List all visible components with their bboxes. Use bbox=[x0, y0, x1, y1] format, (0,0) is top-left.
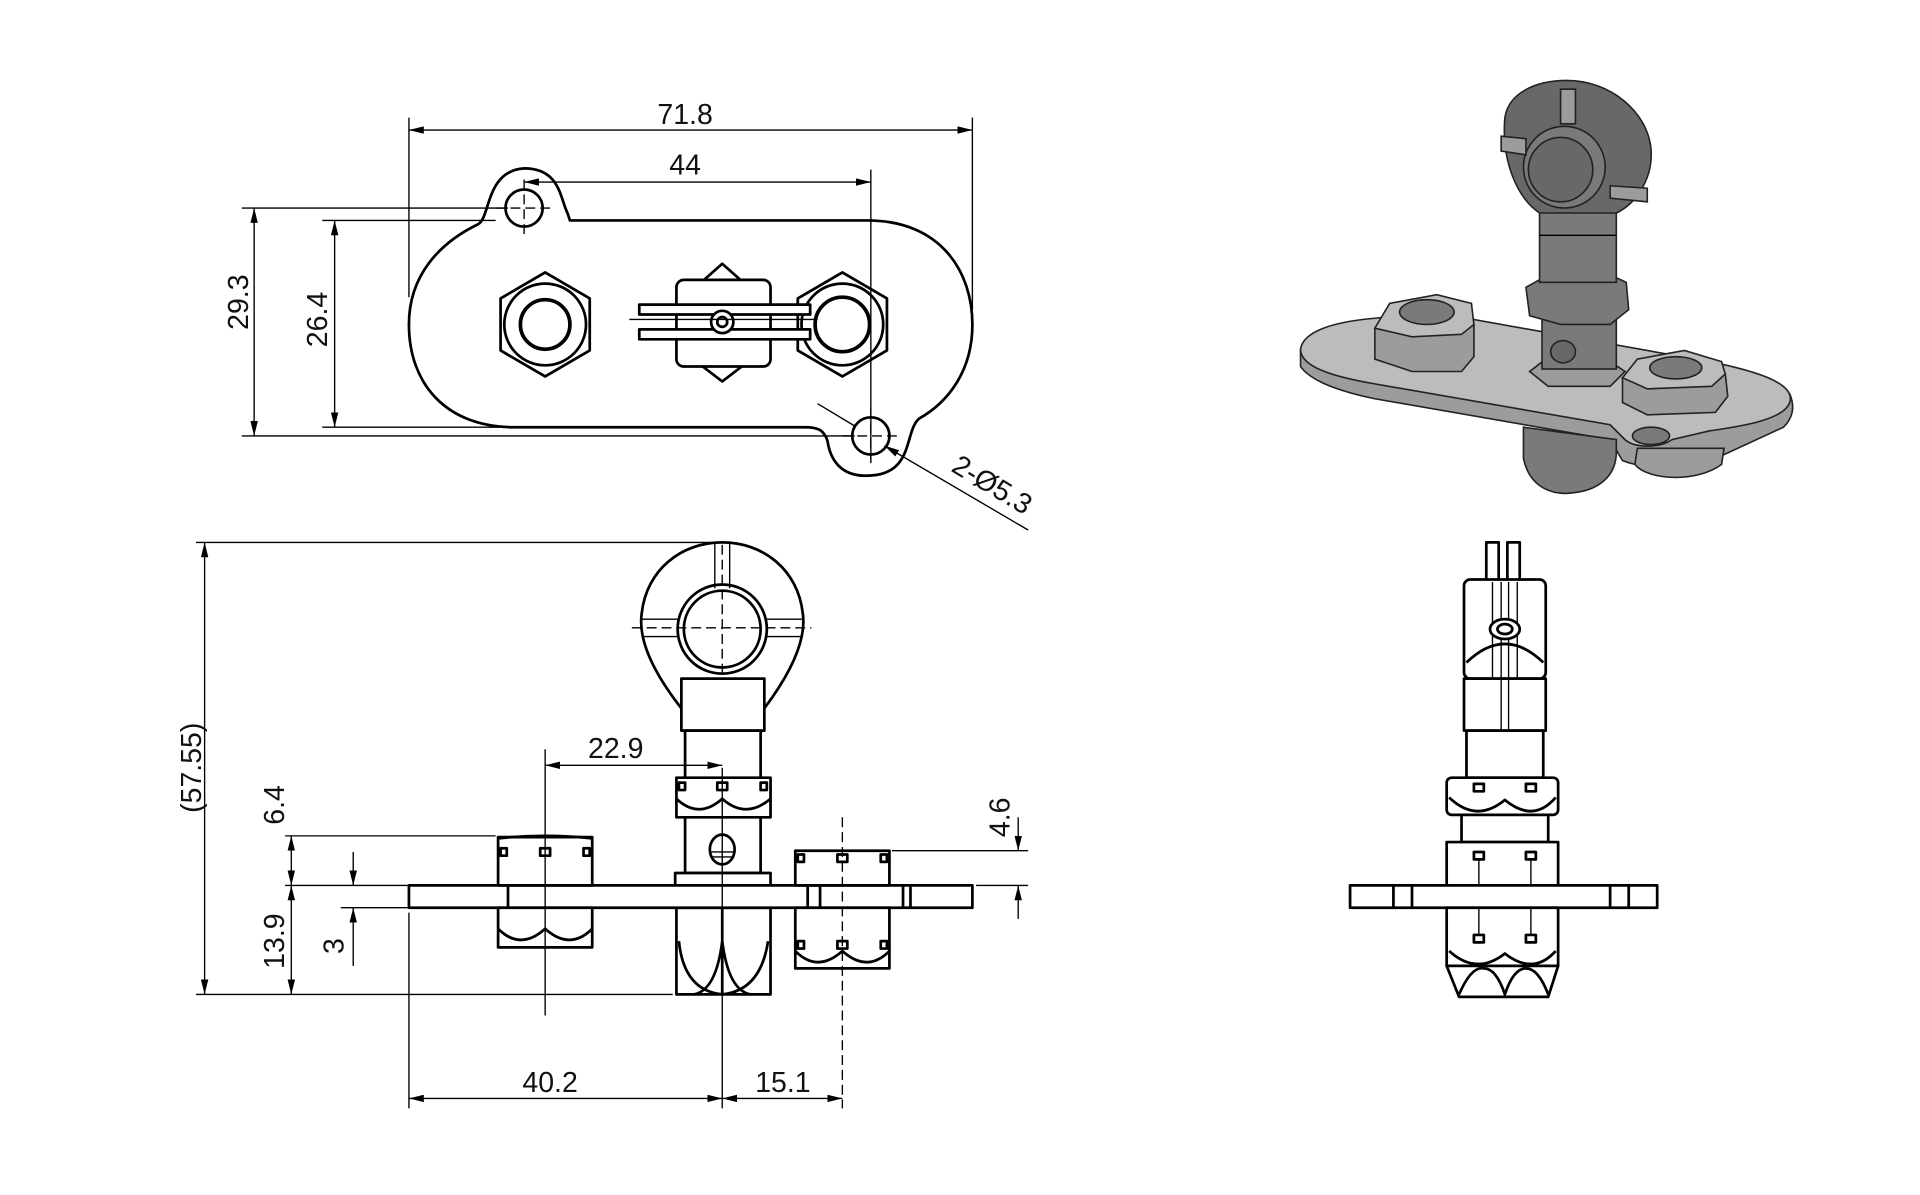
dim-label-6.4: 6.4 bbox=[259, 785, 291, 825]
side-nut-upper bbox=[1445, 776, 1560, 817]
dimension-44: 44 bbox=[524, 150, 872, 461]
dim-label-26.4: 26.4 bbox=[302, 292, 334, 347]
hex-nut-left bbox=[499, 271, 592, 378]
rod-end-top bbox=[629, 262, 818, 383]
dimension-40.2: 40.2 bbox=[408, 912, 723, 1109]
dimension-13.9: 13.9 bbox=[259, 885, 296, 995]
dimension-6.4: 6.4 bbox=[259, 785, 496, 887]
iso-nut-left bbox=[1373, 293, 1475, 373]
hex-nut-right bbox=[796, 271, 889, 378]
nut-left-side bbox=[496, 749, 594, 1016]
stem-sleeve bbox=[680, 677, 766, 732]
dimension-4.6: 4.6 bbox=[891, 798, 1029, 919]
iso-rod-eye bbox=[1500, 79, 1652, 214]
stem-lower bbox=[675, 906, 772, 996]
dimension-15.1: 15.1 bbox=[722, 1067, 843, 1103]
dim-label-15.1: 15.1 bbox=[755, 1067, 810, 1099]
side-view bbox=[1348, 541, 1659, 999]
dimension-57.55: (57.55) bbox=[176, 541, 723, 996]
nut-right-side bbox=[793, 817, 891, 1109]
dimension-29.3: 29.3 bbox=[223, 207, 855, 437]
dim-label-4.6: 4.6 bbox=[985, 798, 1017, 838]
dimension-26.4: 26.4 bbox=[302, 219, 521, 428]
dim-label-40.2: 40.2 bbox=[522, 1067, 577, 1099]
iso-nut-right bbox=[1621, 349, 1729, 416]
iso-stem bbox=[1525, 197, 1630, 388]
dim-label-44: 44 bbox=[669, 150, 701, 182]
dim-label-22.9: 22.9 bbox=[588, 733, 643, 765]
dimension-3: 3 bbox=[318, 851, 409, 966]
side-lower bbox=[1445, 906, 1560, 999]
dimension-22.9: 22.9 bbox=[545, 733, 723, 770]
dimension-71.8: 71.8 bbox=[408, 99, 974, 310]
stem-nut bbox=[675, 776, 772, 819]
side-nut-lower bbox=[1445, 840, 1560, 887]
top-view: 71.8 44 29.3 26.4 2-Ø5.3 bbox=[223, 99, 1037, 531]
dim-label-hole: 2-Ø5.3 bbox=[946, 449, 1037, 521]
dim-label-3: 3 bbox=[318, 938, 350, 954]
front-view: (57.55) 22.9 6.4 13.9 3 4.6 bbox=[176, 541, 1029, 1109]
dim-label-57.55: (57.55) bbox=[176, 723, 208, 813]
plate-side bbox=[407, 884, 974, 910]
dim-label-13.9: 13.9 bbox=[259, 913, 291, 968]
hole-callout: 2-Ø5.3 bbox=[817, 403, 1037, 531]
dim-label-29.3: 29.3 bbox=[223, 274, 255, 329]
dim-label-71.8: 71.8 bbox=[657, 99, 712, 131]
plate-outline bbox=[407, 167, 974, 477]
isometric-view bbox=[1299, 79, 1794, 495]
